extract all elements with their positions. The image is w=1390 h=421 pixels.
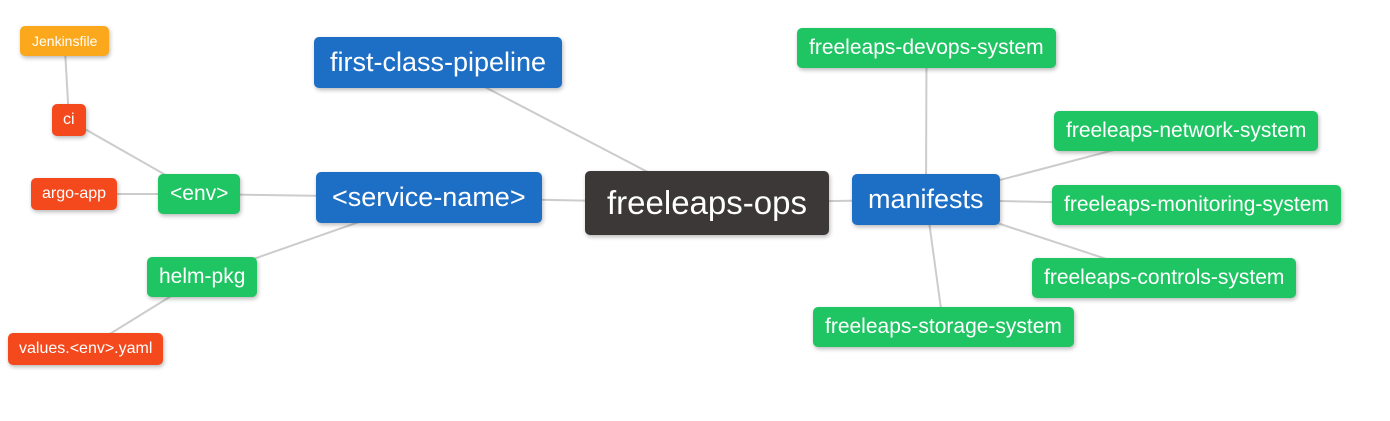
mindmap-node-ci[interactable]: ci xyxy=(52,104,86,137)
mindmap-node-freeleaps-network-system[interactable]: freeleaps-network-system xyxy=(1054,111,1319,152)
mindmap-node-first-class-pipeline[interactable]: first-class-pipeline xyxy=(314,37,563,89)
mindmap-node-jenkinsfile[interactable]: Jenkinsfile xyxy=(20,26,110,57)
mindmap-node-freeleaps-storage-system[interactable]: freeleaps-storage-system xyxy=(813,307,1074,348)
mindmap-node-freeleaps-ops[interactable]: freeleaps-ops xyxy=(585,171,829,235)
mindmap-node-service-name[interactable]: <service-name> xyxy=(316,172,542,224)
mindmap-node-freeleaps-devops-system[interactable]: freeleaps-devops-system xyxy=(797,28,1056,69)
mindmap-node-freeleaps-monitoring-system[interactable]: freeleaps-monitoring-system xyxy=(1052,185,1341,226)
mindmap-node-freeleaps-controls-system[interactable]: freeleaps-controls-system xyxy=(1032,258,1297,299)
mindmap-node-helm-pkg[interactable]: helm-pkg xyxy=(147,257,258,298)
mindmap-node-manifests[interactable]: manifests xyxy=(852,174,1000,226)
mindmap-node-env[interactable]: <env> xyxy=(158,174,241,215)
mindmap-node-argo-app[interactable]: argo-app xyxy=(31,178,118,211)
mindmap-node-values-env-yaml[interactable]: values.<env>.yaml xyxy=(8,333,164,366)
